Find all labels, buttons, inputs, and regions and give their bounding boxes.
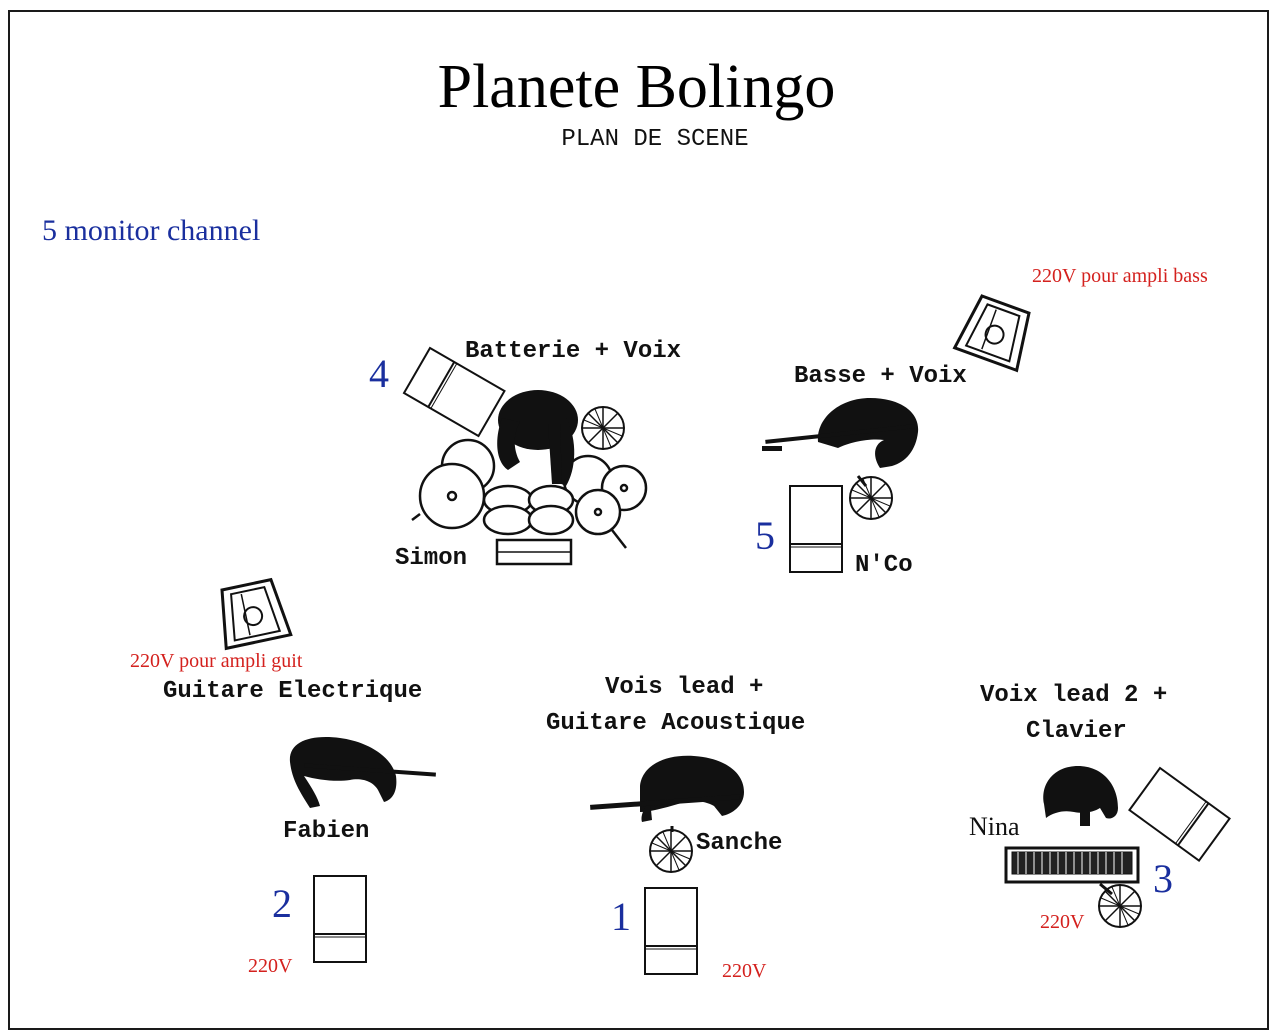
lead-role-line1: Vois lead + <box>605 674 764 701</box>
drums-role-label: Batterie + Voix <box>465 338 682 365</box>
keys-role-line1: Voix lead 2 + <box>980 682 1168 709</box>
monitor-1-wedge <box>644 887 698 975</box>
bass-amp <box>953 291 1039 372</box>
drum-kit <box>411 438 648 566</box>
guitarist-name: Fabien <box>283 818 370 845</box>
monitor-5-number: 5 <box>755 513 775 558</box>
monitor-4-wedge <box>402 346 506 438</box>
bassist-name: N'Co <box>855 552 913 579</box>
monitor-4-number: 4 <box>369 351 389 396</box>
drum-vocal-mic <box>581 406 625 450</box>
keyboardist-name: Nina <box>969 812 1020 841</box>
guitar-role-label: Guitare Electrique <box>163 678 423 705</box>
keys-role-line2: Clavier <box>1026 718 1127 745</box>
lead-player-silhouette <box>590 755 744 822</box>
monitor-3-wedge <box>1128 766 1231 863</box>
monitor-2-wedge <box>313 875 367 963</box>
keys-power-note: 220V <box>1040 911 1085 933</box>
plan-subtitle: PLAN DE SCENE <box>561 126 749 153</box>
bass-vocal-mic <box>849 476 893 520</box>
monitor-3-number: 3 <box>1153 856 1173 901</box>
bass-player-silhouette <box>762 398 919 468</box>
bass-role-label: Basse + Voix <box>794 363 967 390</box>
lead-vocal-mic <box>649 829 693 873</box>
guitar-amp <box>212 576 293 650</box>
keys-vocal-mic <box>1098 884 1142 928</box>
lead-role-line2: Guitare Acoustique <box>546 710 806 737</box>
monitor-2-power-note: 220V <box>248 955 293 977</box>
monitor-2-number: 2 <box>272 881 292 926</box>
keyboard <box>1004 846 1140 884</box>
monitor-1-number: 1 <box>611 894 631 939</box>
drummer-name: Simon <box>395 545 468 572</box>
bass-power-note: 220V pour ampli bass <box>1032 265 1208 287</box>
keys-player-silhouette <box>1043 766 1118 826</box>
monitor-count-note: 5 monitor channel <box>42 214 261 247</box>
lead-singer-name: Sanche <box>696 830 783 857</box>
guitar-power-note: 220V pour ampli guit <box>130 650 303 672</box>
drummer-silhouette <box>497 390 578 486</box>
monitor-5-wedge <box>789 485 843 573</box>
monitor-1-power-note: 220V <box>722 960 767 982</box>
band-title: Planete Bolingo <box>437 53 836 121</box>
guitar-player-silhouette <box>289 737 436 808</box>
